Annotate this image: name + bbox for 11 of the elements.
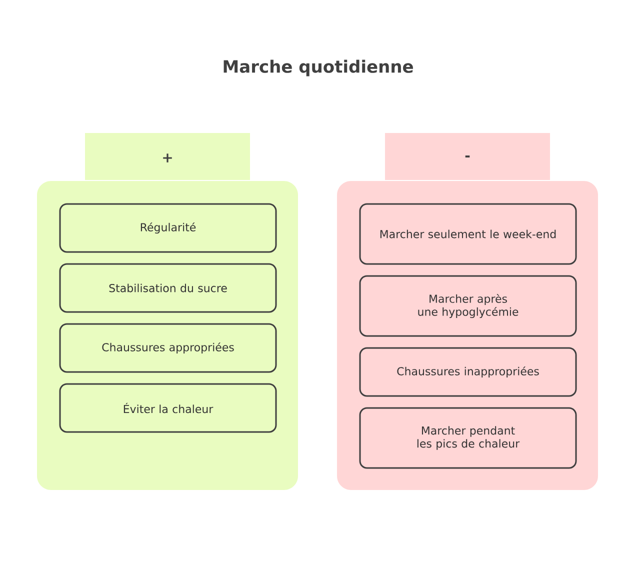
item-box: Marcher pendant les pics de chaleur (359, 407, 577, 469)
item-box: Chaussures inappropriées (359, 347, 577, 397)
node-label: + (163, 154, 172, 162)
title: Marche quotidienne (224, 60, 413, 76)
item-box: Marcher après une hypoglycémie (359, 275, 577, 337)
item-box: Marcher seulement le week-end (359, 203, 577, 265)
item-box: Chaussures appropriées (59, 323, 277, 373)
item-box: Régularité (59, 203, 277, 253)
node-label: - (465, 155, 470, 158)
item-box: Stabilisation du sucre (59, 263, 277, 313)
item-box: Éviter la chaleur (59, 383, 277, 433)
